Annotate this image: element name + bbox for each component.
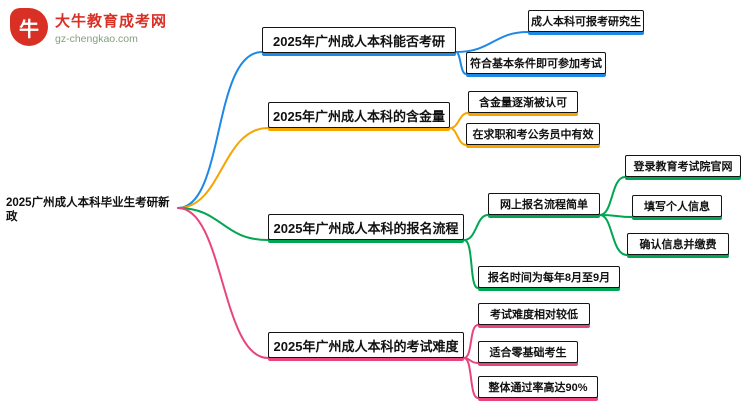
leaf-node-2-1[interactable]: 含金量逐渐被认可	[468, 91, 578, 113]
connector-root-branch2	[177, 127, 269, 209]
logo-domain: gz-chengkao.com	[55, 32, 138, 45]
connector-branch2-leaf2	[449, 127, 467, 146]
subleaf-node-3-1-1[interactable]: 登录教育考试院官网	[625, 155, 741, 177]
subleaf-node-3-1-3[interactable]: 确认信息并缴费	[627, 233, 729, 255]
connector-leaf1-sub3	[599, 214, 628, 256]
leaf-node-2-2[interactable]: 在求职和考公务员中有效	[466, 123, 600, 145]
connector-branch4-leaf1	[463, 324, 479, 359]
branch-node-difficulty[interactable]: 2025年广州成人本科的考试难度	[268, 332, 464, 358]
leaf-node-1-1[interactable]: 成人本科可报考研究生	[528, 10, 644, 32]
branch-node-registration[interactable]: 2025年广州成人本科的报名流程	[268, 214, 464, 240]
root-node[interactable]: 2025广州成人本科毕业生考研新政	[6, 197, 170, 223]
connector-branch3-leaf1	[463, 214, 489, 241]
connector-branch1-leaf1	[455, 31, 529, 53]
logo-title: 大牛教育成考网	[55, 12, 168, 30]
connector-branch1-leaf2	[455, 51, 467, 75]
connector-root-branch4	[177, 207, 269, 359]
connector-branch3-leaf2	[463, 239, 479, 289]
connector-root-branch1	[177, 51, 263, 209]
branch-node-exam-eligibility[interactable]: 2025年广州成人本科能否考研	[262, 27, 456, 53]
leaf-node-3-2[interactable]: 报名时间为每年8月至9月	[478, 266, 620, 288]
connector-leaf1-sub2	[599, 214, 633, 218]
subleaf-node-3-1-2[interactable]: 填写个人信息	[632, 195, 722, 217]
branch-node-value[interactable]: 2025年广州成人本科的含金量	[268, 102, 450, 128]
leaf-node-1-2[interactable]: 符合基本条件即可参加考试	[466, 52, 606, 74]
leaf-node-4-1[interactable]: 考试难度相对较低	[478, 303, 590, 325]
logo-text: 大牛教育成考网 gz-chengkao.com	[55, 10, 167, 45]
connector-branch4-leaf3	[463, 357, 479, 399]
connector-root-branch3	[177, 207, 269, 241]
bull-logo-icon: 牛	[10, 8, 48, 46]
site-logo[interactable]: 牛 大牛教育成考网 gz-chengkao.com	[10, 8, 167, 46]
leaf-node-4-2[interactable]: 适合零基础考生	[478, 341, 578, 363]
connector-leaf1-sub1	[599, 176, 626, 216]
leaf-node-4-3[interactable]: 整体通过率高达90%	[478, 376, 598, 398]
leaf-node-3-1[interactable]: 网上报名流程简单	[488, 193, 600, 215]
